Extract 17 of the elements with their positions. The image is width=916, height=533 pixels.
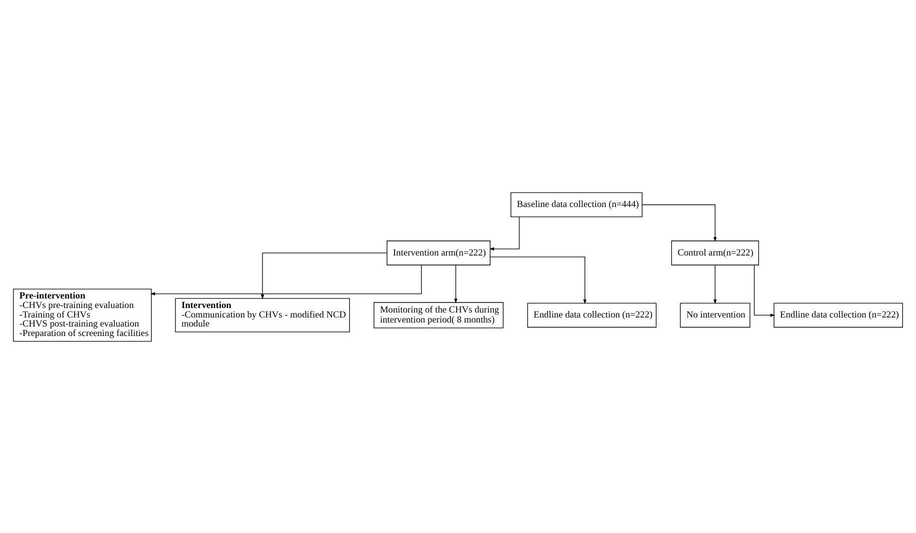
node-box: Intervention arm(n=222) — [386, 240, 490, 265]
node-box: Monitoring of the CHVs during intervention period( 8 months) — [374, 302, 504, 328]
arrow — [454, 264, 458, 303]
node-box: Intervention -Communication by CHVs - modified NCD module — [175, 298, 350, 332]
arrow — [489, 216, 520, 250]
node-box: Endline data collection (n=222) — [774, 302, 903, 328]
node-box: Control arm(n=222) — [671, 240, 759, 265]
node-box: Pre-intervention -CHVs pre-training evaluation -Training of CHVs -CHVS post-training evaluation -Preparation of screening facilities — [13, 288, 152, 342]
arrow — [260, 252, 388, 299]
node-box: No intervention — [680, 302, 750, 328]
node-box: Endline data collection (n=222) — [527, 302, 657, 328]
arrow — [490, 256, 587, 304]
node-box: Baseline data collection (n=444) — [510, 192, 642, 217]
arrow — [150, 264, 422, 295]
arrow — [713, 264, 717, 304]
arrow — [754, 264, 775, 316]
arrow — [642, 204, 717, 242]
